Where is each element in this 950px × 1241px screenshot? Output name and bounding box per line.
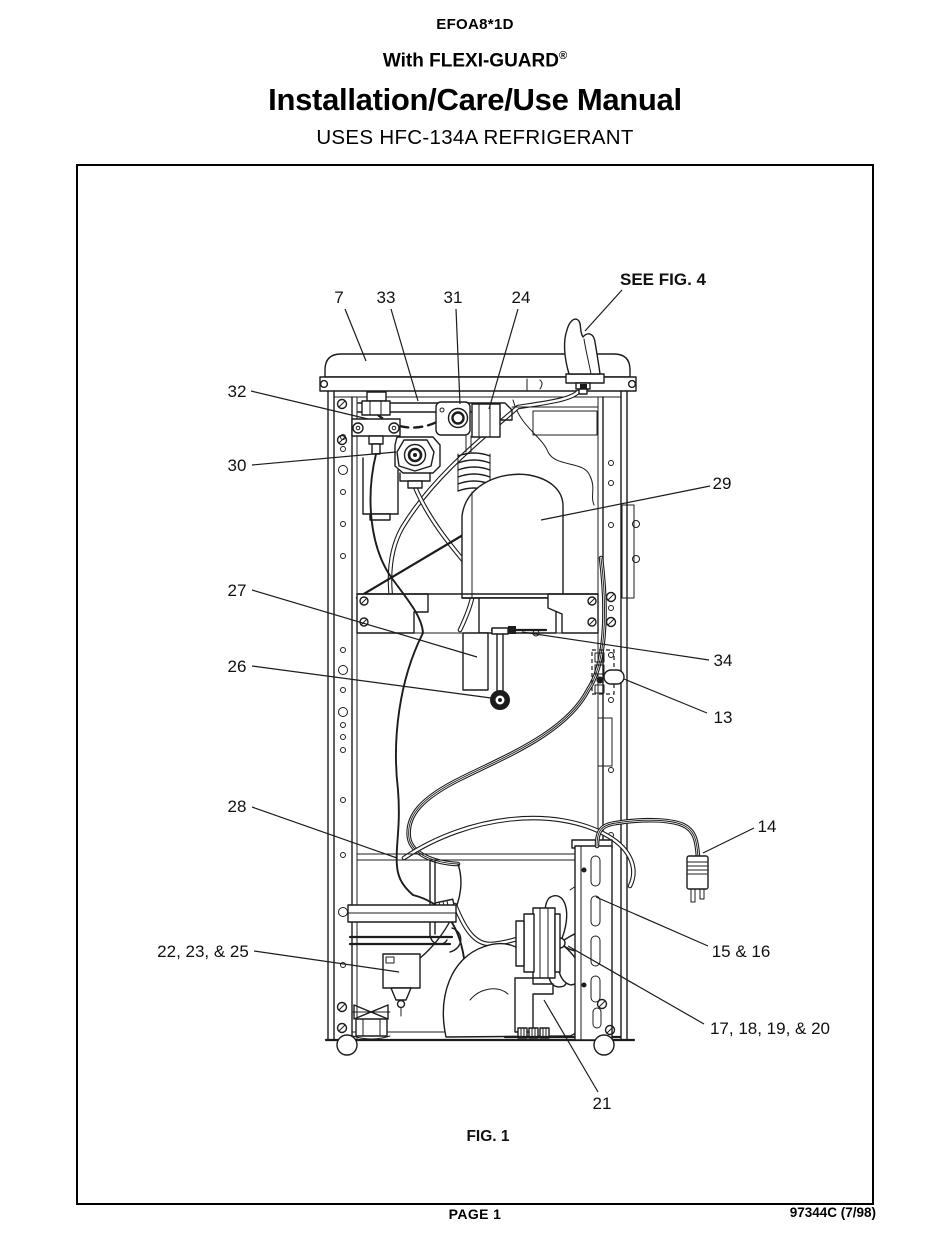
callout-22-23-25: 22, 23, & 25 — [157, 942, 249, 961]
mid-shelf — [356, 593, 599, 691]
callout-33: 33 — [377, 288, 396, 307]
callout-labels: 7 33 31 24 SEE FIG. 4 32 30 29 27 34 26 … — [157, 270, 830, 1145]
left-wheel — [336, 1034, 358, 1056]
right-wheel — [593, 1034, 615, 1056]
callout-24: 24 — [512, 288, 531, 307]
drain-pan — [347, 904, 462, 953]
upper-assembly — [351, 389, 599, 637]
plug — [686, 855, 709, 903]
bubbler-stem — [490, 627, 510, 710]
refrigerant-line: USES HFC-134A REFRIGERANT — [316, 126, 634, 149]
callout-34: 34 — [714, 651, 733, 670]
latch — [603, 669, 625, 685]
support-rod — [355, 530, 470, 600]
flexi-guard-line: With FLEXI-GUARD® — [0, 50, 950, 72]
flexi-guard-text: With FLEXI-GUARD — [382, 50, 559, 72]
vent-slot — [532, 410, 598, 436]
insulation-edge — [512, 399, 595, 506]
page-title: Installation/Care/Use Manual — [268, 82, 682, 117]
top-cover — [324, 353, 631, 378]
strainer-valve — [362, 436, 441, 521]
regulator-box — [435, 401, 471, 436]
fan-motor — [515, 907, 561, 979]
power-cord — [594, 817, 709, 903]
callout-15-16: 15 & 16 — [712, 942, 771, 961]
footer-page-number: PAGE 1 — [448, 1206, 502, 1222]
callout-29: 29 — [713, 474, 732, 493]
drain-valve — [351, 1004, 391, 1040]
cooler-diagram: 7 33 31 24 SEE FIG. 4 32 30 29 27 34 26 … — [157, 270, 830, 1145]
left-channel-holes — [336, 398, 348, 1034]
slotted-panel — [571, 839, 616, 1041]
left-screws — [336, 398, 348, 1034]
callout-see-fig-4: SEE FIG. 4 — [620, 270, 707, 289]
leader-lines — [250, 289, 755, 1093]
callout-28: 28 — [228, 797, 247, 816]
connector-block — [591, 649, 625, 767]
callout-26: 26 — [228, 657, 247, 676]
right-channel-holes — [605, 460, 617, 838]
inlet-fitting — [351, 391, 401, 455]
drain-bracket — [462, 632, 489, 691]
callout-14: 14 — [758, 817, 777, 836]
callout-21: 21 — [593, 1094, 612, 1113]
registered-mark: ® — [558, 50, 568, 62]
lower-compartment — [336, 839, 622, 1056]
callout-32: 32 — [228, 382, 247, 401]
callout-17-20: 17, 18, 19, & 20 — [710, 1019, 830, 1038]
callout-13: 13 — [714, 708, 733, 727]
callout-30: 30 — [228, 456, 247, 475]
mounting-bracket — [471, 403, 501, 438]
relay-box — [382, 953, 421, 1017]
callout-31: 31 — [444, 288, 463, 307]
callout-7: 7 — [334, 288, 343, 307]
bubbler — [563, 318, 605, 395]
callout-27: 27 — [228, 581, 247, 600]
cooling-tank — [461, 473, 564, 634]
model-number: EFOA8*1D — [436, 16, 514, 33]
figure-caption: FIG. 1 — [466, 1128, 509, 1145]
footer-doc-number: 97344C (7/98) — [789, 1205, 876, 1220]
figure-border: 7 33 31 24 SEE FIG. 4 32 30 29 27 34 26 … — [76, 164, 874, 1205]
right-hinge-plate — [621, 504, 635, 599]
cabinet-frame — [319, 353, 640, 1042]
